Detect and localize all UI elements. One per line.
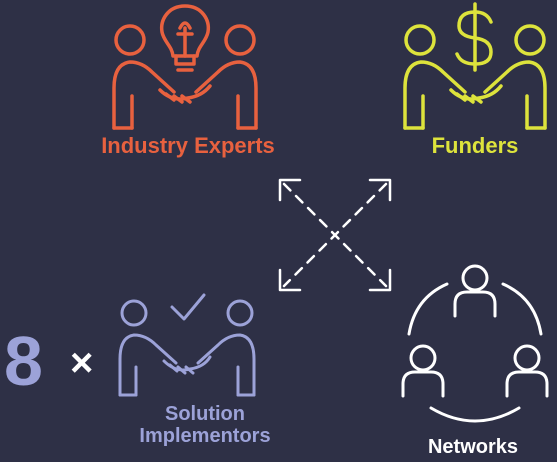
handshake-lightbulb-icon — [112, 4, 258, 130]
label-industry-experts: Industry Experts — [101, 133, 275, 158]
handshake-dollar-icon — [403, 2, 547, 130]
label-solution-line2: Implementors — [139, 425, 271, 447]
multiplier-symbol: × — [70, 341, 94, 385]
label-solution-line1: Solution — [165, 403, 245, 425]
multiplier-count: 8 — [4, 322, 43, 400]
handshake-checkmark-icon — [118, 293, 256, 397]
label-funders: Funders — [431, 133, 519, 158]
label-solution-implementors: Solution Implementors — [110, 403, 300, 447]
crossed-arrows-connector — [278, 178, 392, 292]
label-networks: Networks — [427, 436, 519, 458]
people-circle-icon — [401, 264, 549, 423]
